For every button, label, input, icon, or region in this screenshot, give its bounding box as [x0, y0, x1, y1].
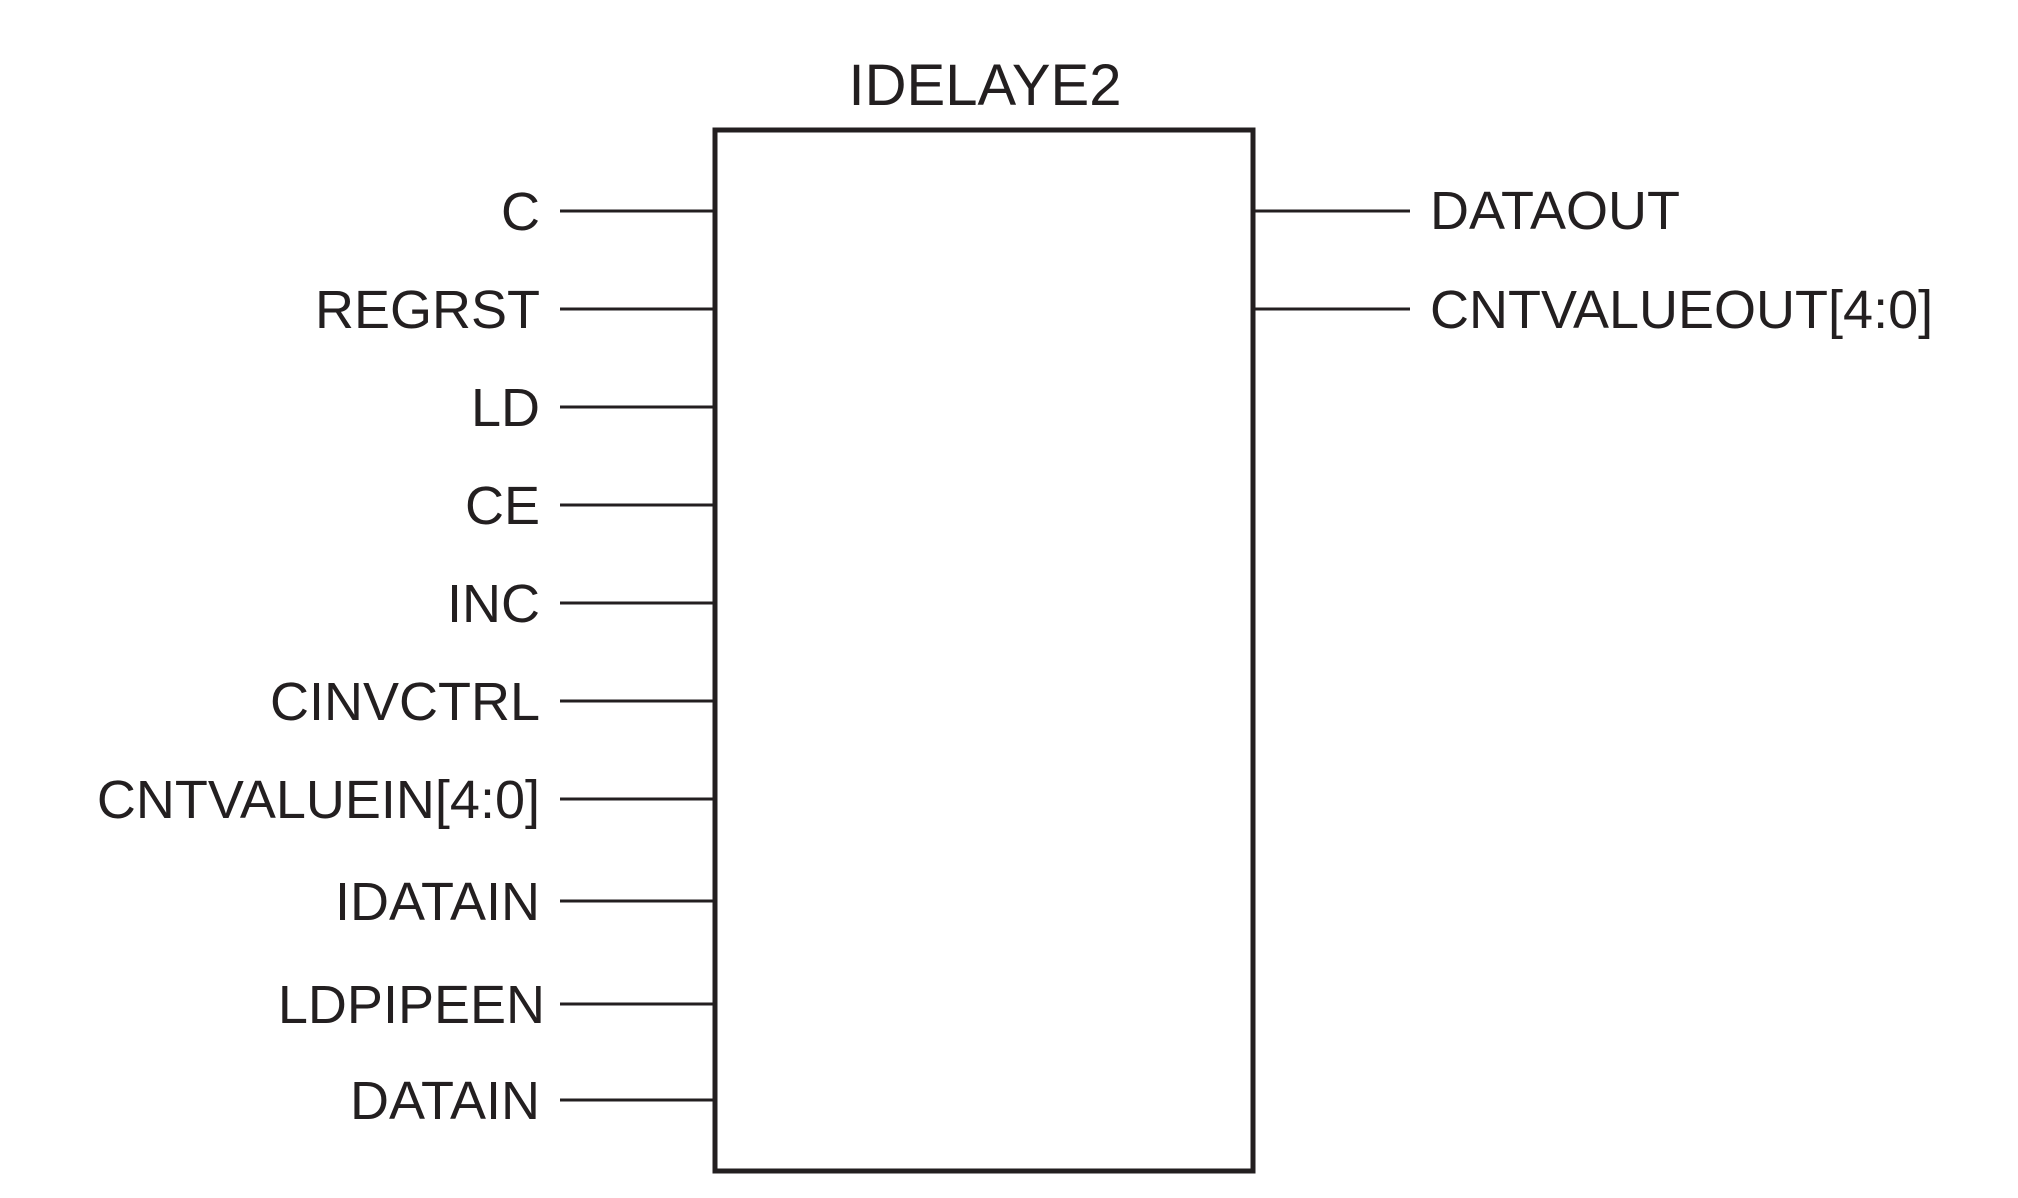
input-port-ldpipeen: LDPIPEEN	[278, 975, 715, 1035]
input-port-inc: INC	[447, 574, 715, 634]
input-port-idatain: IDATAIN	[335, 872, 715, 932]
input-port-label: C	[501, 182, 540, 242]
input-port-ce: CE	[465, 476, 715, 536]
input-port-label: IDATAIN	[335, 872, 540, 932]
input-port-ld: LD	[471, 378, 715, 438]
input-port-cntvaluein: CNTVALUEIN[4:0]	[97, 770, 715, 830]
output-port-label: DATAOUT	[1430, 181, 1680, 241]
input-port-c: C	[501, 182, 715, 242]
block-title: IDELAYE2	[849, 53, 1122, 118]
input-port-label: LD	[471, 378, 540, 438]
input-port-label: CINVCTRL	[270, 672, 540, 732]
input-port-label: LDPIPEEN	[278, 975, 545, 1035]
input-port-label: INC	[447, 574, 540, 634]
input-ports: C REGRST LD CE INC CINVCTRL CNTVALUEIN[4…	[97, 182, 715, 1131]
input-port-cinvctrl: CINVCTRL	[270, 672, 715, 732]
block-body	[712, 127, 1256, 1174]
output-port-cntvalueout: CNTVALUEOUT[4:0]	[1253, 280, 1933, 340]
input-port-label: CNTVALUEIN[4:0]	[97, 770, 540, 830]
input-port-label: CE	[465, 476, 540, 536]
output-ports: DATAOUT CNTVALUEOUT[4:0]	[1253, 181, 1933, 340]
input-port-label: REGRST	[315, 280, 540, 340]
input-port-datain: DATAIN	[350, 1071, 715, 1131]
output-port-label: CNTVALUEOUT[4:0]	[1430, 280, 1933, 340]
output-port-dataout: DATAOUT	[1253, 181, 1680, 241]
input-port-regrst: REGRST	[315, 280, 715, 340]
input-port-label: DATAIN	[350, 1071, 540, 1131]
